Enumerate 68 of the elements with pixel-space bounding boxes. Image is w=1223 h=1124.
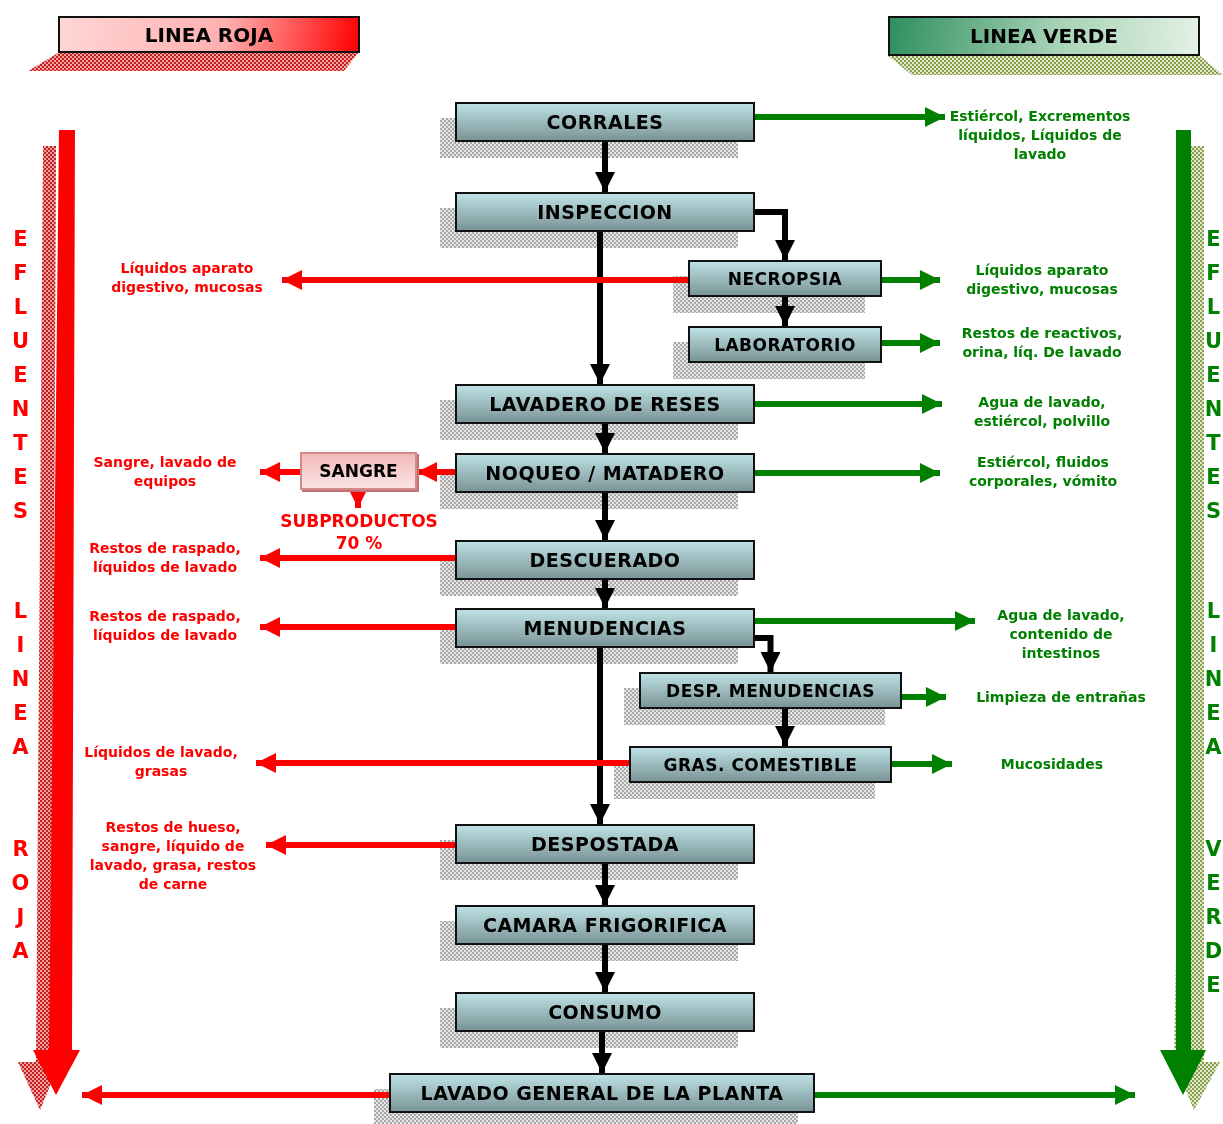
process-box: LAVADERO DE RESES [455, 384, 755, 424]
effluent-text: Líquidos aparato digestivo, mucosas [92, 256, 282, 300]
arrow [266, 835, 455, 855]
arrow [755, 394, 942, 414]
arrow [590, 232, 610, 384]
effluent-text: Limpieza de entrañas [946, 684, 1176, 710]
arrow [882, 333, 940, 353]
process-box: INSPECCION [455, 192, 755, 232]
process-box: DESP. MENUDENCIAS [639, 672, 902, 709]
header-box: LINEA ROJA [58, 16, 360, 53]
effluent-text: Líquidos de lavado, grasas [66, 740, 256, 784]
process-box: GRAS. COMESTIBLE [629, 746, 892, 783]
process-box: DESPOSTADA [455, 824, 755, 864]
arrow [417, 462, 455, 482]
arrow [755, 209, 795, 260]
process-box: CONSUMO [455, 992, 755, 1032]
process-box: NECROPSIA [688, 260, 882, 297]
process-box: MENUDENCIAS [455, 608, 755, 648]
arrow [592, 1032, 612, 1073]
effluent-text: Líquidos aparato digestivo, mucosas [940, 258, 1144, 302]
effluent-text: Mucosidades [952, 751, 1152, 777]
arrow [755, 463, 940, 483]
effluent-text: Agua de lavado, estiércol, polvillo [942, 390, 1142, 434]
vertical-label: VERDE [1203, 836, 1223, 999]
vertical-label: LINEA [10, 598, 31, 761]
effluent-text: Restos de raspado, líquidos de lavado [70, 536, 260, 580]
arrow [595, 580, 615, 608]
byproduct-text: SUBPRODUCTOS 70 % [278, 508, 440, 556]
arrow [775, 709, 795, 746]
effluent-text: Estiércol, Excrementos líquidos, Líquidos de lavado [945, 94, 1135, 176]
arrow [595, 424, 615, 453]
arrow [595, 142, 615, 192]
process-box: LABORATORIO [688, 326, 882, 363]
arrow [256, 753, 629, 773]
arrow [775, 297, 795, 326]
process-box: LAVADO GENERAL DE LA PLANTA [389, 1073, 815, 1113]
effluent-text: Sangre, lavado de equipos [70, 450, 260, 494]
vertical-label: EFLUENTES [1203, 226, 1223, 525]
arrow [755, 611, 975, 631]
vertical-label: LINEA [1203, 598, 1223, 761]
effluent-text: Agua de lavado, contenido de intestinos [975, 602, 1147, 666]
effluent-text: Estiércol, fluidos corporales, vómito [940, 450, 1146, 494]
process-box: CAMARA FRIGORIFICA [455, 905, 755, 945]
effluent-text: Restos de hueso, sangre, líquido de lavado, grasa, restos de carne [80, 806, 266, 906]
process-box: SANGRE [300, 452, 417, 490]
arrow [595, 864, 615, 905]
arrow [595, 945, 615, 992]
arrow [590, 648, 610, 824]
arrow [82, 1085, 389, 1105]
arrow [595, 493, 615, 540]
arrow [260, 548, 455, 568]
arrow [902, 687, 946, 707]
arrow [892, 754, 952, 774]
arrow [755, 107, 945, 127]
header-box: LINEA VERDE [888, 16, 1200, 56]
arrow [260, 617, 455, 637]
effluent-text: Restos de reactivos, orina, líq. De lavado [940, 321, 1144, 365]
process-box: NOQUEO / MATADERO [455, 453, 755, 493]
vertical-label: ROJA [10, 836, 31, 965]
process-box: DESCUERADO [455, 540, 755, 580]
arrow [882, 270, 940, 290]
arrow [260, 462, 300, 482]
arrow [755, 635, 781, 672]
process-box: CORRALES [455, 102, 755, 142]
effluent-text: Restos de raspado, líquidos de lavado [70, 604, 260, 648]
vertical-label: EFLUENTES [10, 226, 31, 525]
arrow [815, 1085, 1135, 1105]
arrow [282, 270, 688, 290]
